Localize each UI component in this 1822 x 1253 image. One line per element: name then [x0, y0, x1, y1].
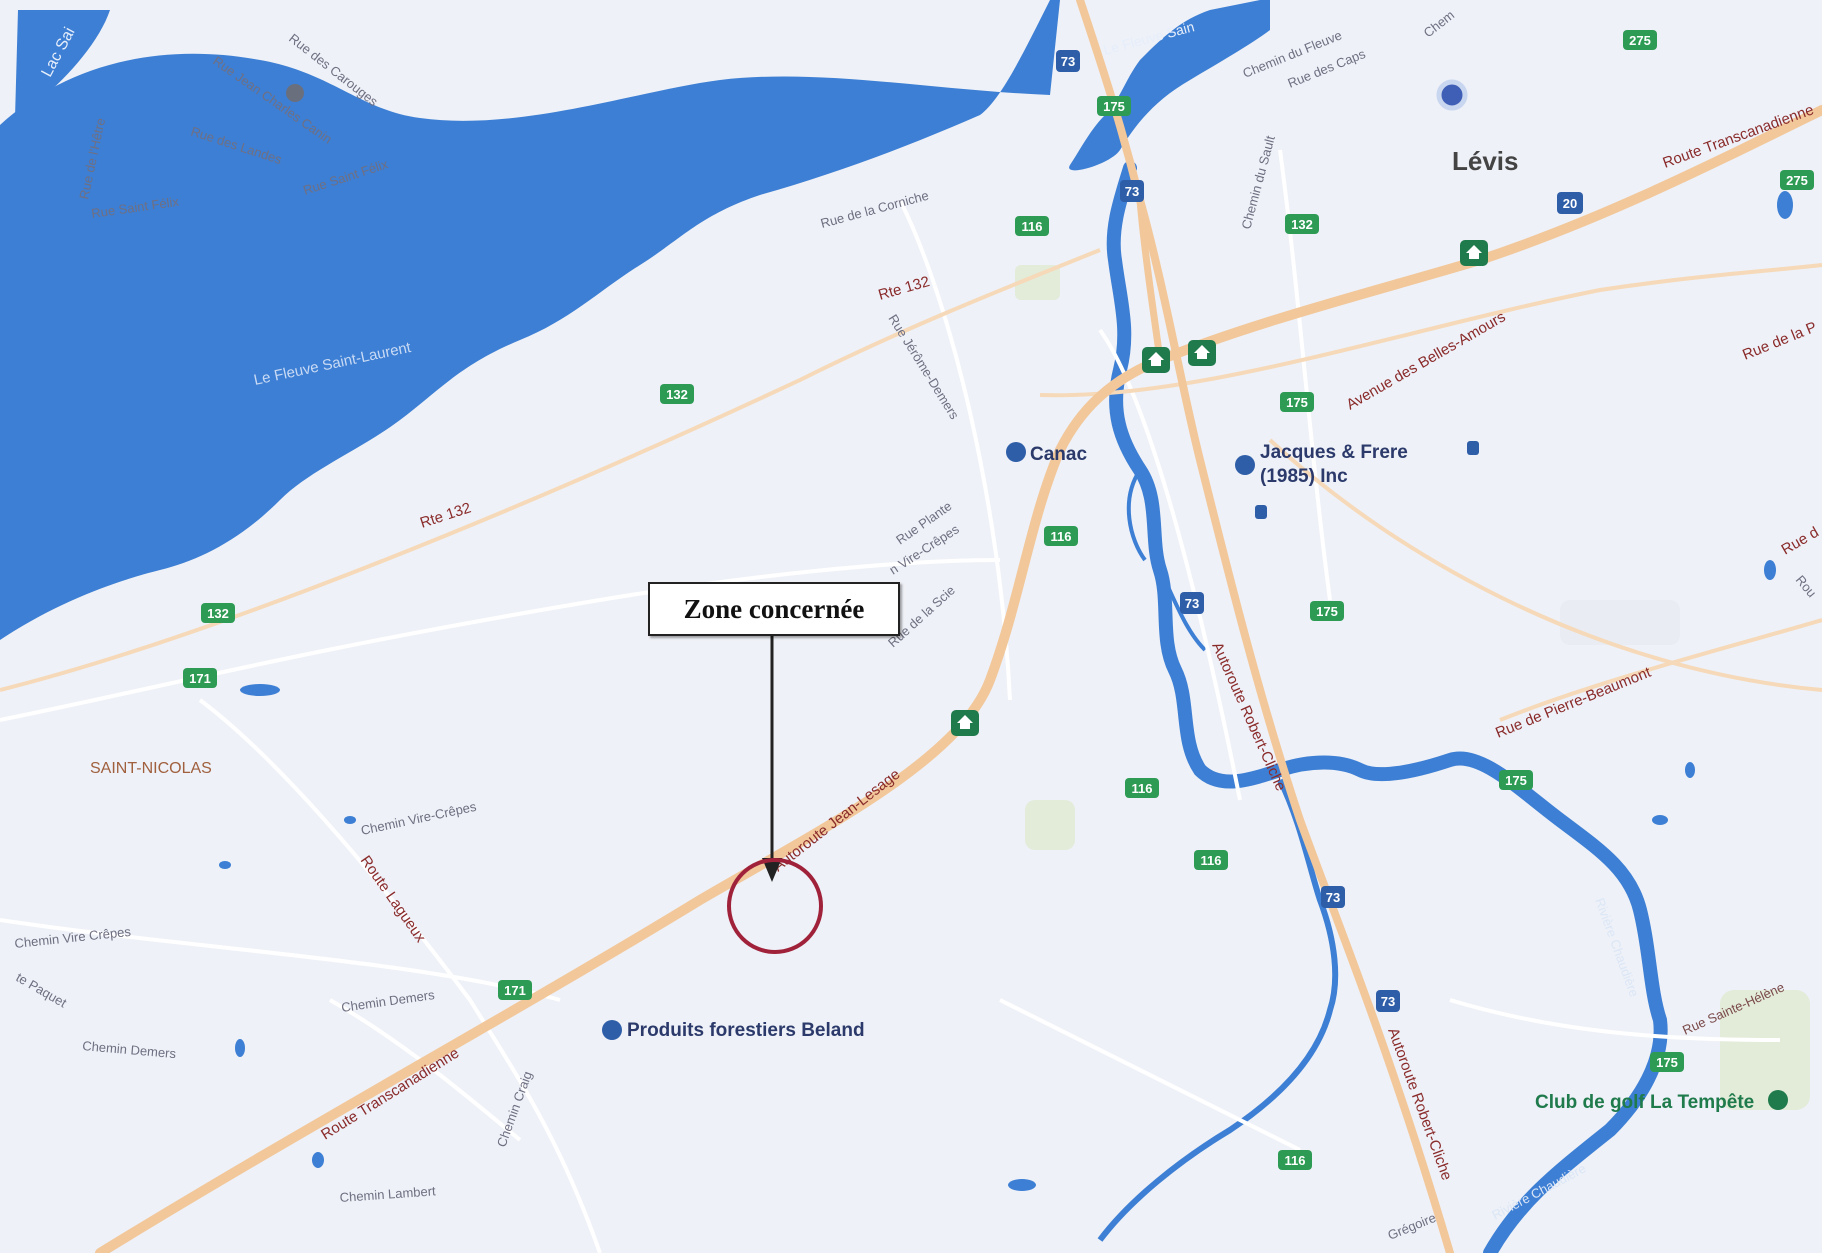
poi-jacques-1: Jacques & Frere	[1260, 442, 1408, 463]
map-label-shields-16-label: 116	[1051, 529, 1072, 544]
shield-116-1: 116	[1015, 216, 1049, 236]
map-label-shields-22-label: 73	[1381, 994, 1395, 1009]
map-label-shields-21-label: 73	[1326, 890, 1340, 905]
shield-171-1: 171	[183, 668, 217, 688]
fleuve-saint-laurent	[0, 0, 1822, 640]
poi-labels: Canac Jacques & Frere (1985) Inc Produit…	[627, 442, 1754, 1113]
poi-marker-small-1	[1467, 441, 1479, 455]
shield-73-3: 73	[1180, 592, 1204, 614]
place-levis: Lévis	[1452, 146, 1519, 176]
poi-marker-levis	[1436, 79, 1468, 111]
shield-73-5: 73	[1376, 990, 1400, 1012]
map-label-shields-2-label: 73	[1125, 184, 1139, 199]
shield-275-2: 275	[1780, 170, 1814, 190]
map-label-shields-9-label: 275	[1629, 33, 1651, 48]
zone-callout-label: Zone concernée	[683, 593, 865, 624]
poi-marker-golf	[1768, 1090, 1788, 1110]
poi-marker-small-2	[1255, 505, 1267, 519]
shield-175-3: 175	[1310, 601, 1344, 621]
map-label-shields-4-label: 132	[1291, 217, 1313, 232]
map-label-shields-18-label: 116	[1201, 853, 1222, 868]
shield-175-4: 175	[1499, 770, 1533, 790]
shield-116-2: 116	[1044, 526, 1078, 546]
map-label-shields-19-label: 116	[1285, 1153, 1306, 1168]
highway-north-link	[1136, 199, 1164, 361]
map-label-shields-11-label: 20	[1563, 196, 1577, 211]
riviere-small-1	[1126, 468, 1147, 562]
shield-116-3: 116	[1125, 778, 1159, 798]
shield-171-2: 171	[498, 980, 532, 1000]
shield-175-5: 175	[1650, 1052, 1684, 1072]
place-saint-nicolas: SAINT-NICOLAS	[90, 760, 212, 777]
poi-canac: Canac	[1030, 444, 1087, 465]
map-label-shields-6-label: 132	[207, 606, 229, 621]
poi-beland: Produits forestiers Beland	[627, 1020, 865, 1041]
zone-circle	[727, 858, 823, 954]
secondary-roads	[0, 248, 1822, 722]
poi-markers	[286, 79, 1788, 1110]
lac	[15, 10, 110, 118]
map-label-shields-7-label: 171	[189, 671, 211, 686]
local-streets	[0, 149, 1781, 1253]
shield-132-2: 132	[660, 384, 694, 404]
poi-marker-beland	[602, 1020, 622, 1040]
map-label-shields-5-label: 132	[666, 387, 688, 402]
map-label-shields-13-label: 175	[1316, 604, 1338, 619]
ponds	[219, 191, 1793, 1191]
riviere-chaudiere	[1106, 161, 1668, 1253]
poi-golf: Club de golf La Tempête	[1535, 1092, 1754, 1113]
map-label-shields-20-label: 73	[1185, 596, 1199, 611]
shield-175-2: 175	[1280, 392, 1314, 412]
transcanada-markers	[951, 240, 1488, 736]
shield-132-1: 132	[1285, 214, 1319, 234]
poi-marker-jacques	[1235, 455, 1255, 475]
shield-73-1: 73	[1056, 50, 1080, 72]
shield-132-3: 132	[201, 603, 235, 623]
map-label-shields-8-label: 171	[504, 983, 526, 998]
poi-jacques-2: (1985) Inc	[1260, 466, 1348, 487]
parks	[1015, 265, 1810, 1110]
shield-73-4: 73	[1321, 886, 1345, 908]
map-label-shields-10-label: 275	[1786, 173, 1808, 188]
highway-shields: 73 175 73 116 132 132 132 171 171 275 27…	[183, 30, 1814, 1170]
zone-callout-box: Zone concernée	[648, 582, 900, 636]
riviere-small-2	[1158, 569, 1207, 652]
shield-116-4: 116	[1194, 850, 1228, 870]
shield-275-1: 275	[1623, 30, 1657, 50]
map-label-shields-0-label: 73	[1061, 54, 1075, 69]
poi-marker-canac	[1006, 442, 1026, 462]
shield-20: 20	[1557, 192, 1583, 214]
map-label-shields-12-label: 175	[1286, 395, 1308, 410]
map-label-shields-1-label: 175	[1103, 99, 1125, 114]
shield-116-5: 116	[1278, 1150, 1312, 1170]
shield-73-2: 73	[1120, 180, 1144, 202]
shield-175-1: 175	[1097, 96, 1131, 116]
map-label-shields-14-label: 175	[1505, 773, 1527, 788]
map-label-shields-15-label: 175	[1656, 1055, 1678, 1070]
riviere-chaudiere-branch	[1097, 778, 1339, 1242]
callout-arrow-head	[762, 858, 782, 882]
autoroute-robert-cliche	[1076, 0, 1454, 1253]
map-label-shields-3-label: 116	[1022, 219, 1043, 234]
map-label-shields-17-label: 116	[1132, 781, 1153, 796]
map-label-streets-21-label: Chemin Lambert	[339, 1183, 436, 1205]
poi-marker-school	[286, 84, 304, 102]
